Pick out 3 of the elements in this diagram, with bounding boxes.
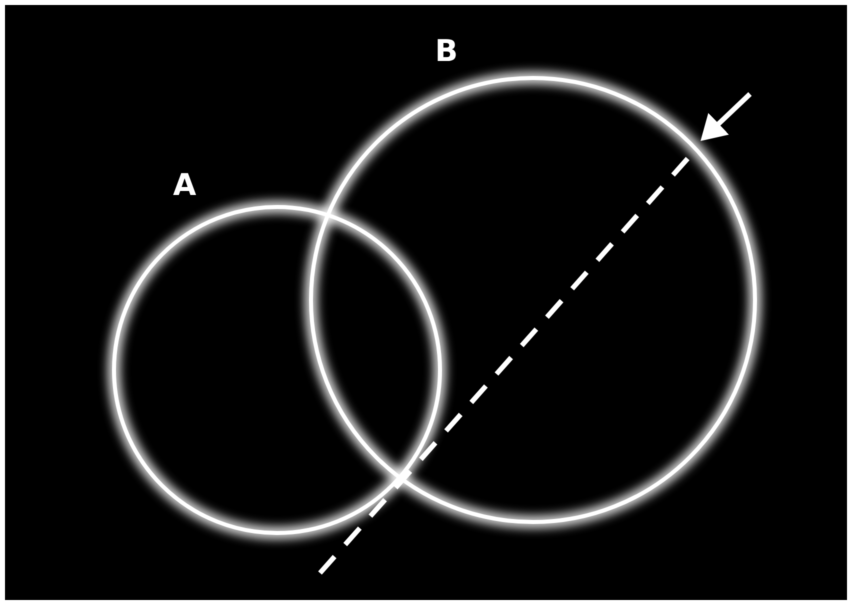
circle-label: A	[173, 171, 196, 201]
arrow	[700, 92, 752, 141]
circle-label: B	[435, 37, 458, 67]
